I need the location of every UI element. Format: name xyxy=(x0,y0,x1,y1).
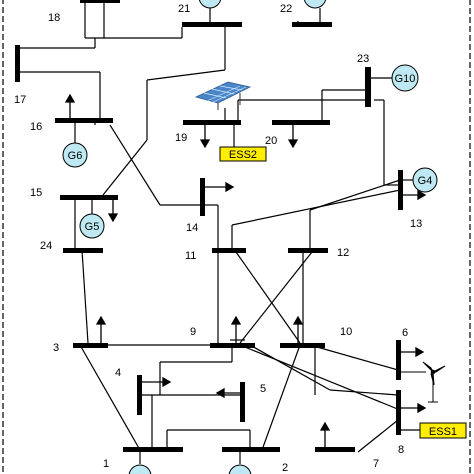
solar-panel-icon xyxy=(194,81,252,120)
bus-bar-23 xyxy=(365,67,371,107)
generator-bottom-1 xyxy=(128,452,152,474)
bus-label-18: 18 xyxy=(48,12,60,24)
bus-bar-18 xyxy=(80,0,120,3)
generator-g4: G4 xyxy=(403,167,438,193)
bus-bar-20 xyxy=(272,120,330,125)
load-arrow-icon xyxy=(403,189,427,201)
generator-icon xyxy=(412,167,438,193)
generator-icon xyxy=(303,0,327,9)
generator-label-g4: G4 xyxy=(418,175,433,187)
generator-g10: G10 xyxy=(371,64,419,92)
generator-icon xyxy=(391,64,419,92)
bus-label-23: 23 xyxy=(357,53,369,65)
bus-label-15: 15 xyxy=(30,187,42,199)
bus-label-9: 9 xyxy=(190,326,196,338)
ess2-unit: ESS2 xyxy=(219,125,267,162)
bus-bars xyxy=(15,0,403,452)
bus-bar-6 xyxy=(396,340,401,380)
bus-bar-1 xyxy=(123,447,183,452)
bus-bar-10 xyxy=(280,343,325,348)
generator-g5: G5 xyxy=(79,200,105,239)
bus-label-24: 24 xyxy=(40,240,52,252)
ess1-unit: ESS1 xyxy=(401,422,467,439)
load-arrow-icon xyxy=(401,346,425,358)
bus-label-14: 14 xyxy=(186,222,198,234)
bus-label-1: 1 xyxy=(103,458,109,470)
load-arrow-icon xyxy=(107,200,119,223)
generator-top-22 xyxy=(303,0,327,9)
bus-label-6: 6 xyxy=(402,327,408,339)
bus-bar-4 xyxy=(137,375,142,415)
bus-label-2: 2 xyxy=(282,462,288,474)
bus-label-20: 20 xyxy=(265,135,277,147)
transmission-lines xyxy=(18,0,401,453)
bus-label-19: 19 xyxy=(175,132,187,144)
bus-label-21: 21 xyxy=(178,3,190,15)
load-arrow-icon xyxy=(142,376,172,388)
load-arrow-icon xyxy=(287,125,299,149)
bus-label-11: 11 xyxy=(185,250,196,262)
generator-bottom-2 xyxy=(228,452,252,474)
generator-icon xyxy=(62,142,88,168)
bus-bar-17 xyxy=(15,45,20,82)
generator-label-g6: G6 xyxy=(68,150,83,162)
bus-label-10: 10 xyxy=(340,326,352,338)
bus-bar-15 xyxy=(60,195,118,200)
ess2-box xyxy=(219,146,267,162)
generator-label-g10: G10 xyxy=(395,73,416,85)
bus-bar-21 xyxy=(182,22,242,27)
bus-bar-3 xyxy=(73,343,108,348)
ess1-label: ESS1 xyxy=(429,426,457,438)
generator-icon xyxy=(228,464,252,474)
bus-label-17: 17 xyxy=(14,94,26,106)
bus-label-13: 13 xyxy=(410,218,422,230)
bus-bar-22 xyxy=(292,22,332,27)
load-arrow-icon xyxy=(401,402,427,414)
bus-bar-11 xyxy=(212,248,246,253)
bus-label-16: 16 xyxy=(30,121,42,133)
bus-label-12: 12 xyxy=(337,247,349,259)
bus-label-5: 5 xyxy=(260,383,266,395)
bus-label-3: 3 xyxy=(53,342,59,354)
load-arrow-icon xyxy=(230,315,242,343)
bus-bar-19 xyxy=(183,120,241,125)
generator-icon xyxy=(198,0,222,9)
bus-bar-2 xyxy=(222,447,280,452)
bus-bar-14 xyxy=(200,178,205,216)
generator-g6: G6 xyxy=(62,123,88,168)
bus-label-7: 7 xyxy=(373,458,379,470)
bus-bar-12 xyxy=(288,248,328,253)
bus-bar-7 xyxy=(315,447,355,452)
load-arrow-icon xyxy=(215,387,240,399)
load-arrow-icon xyxy=(319,421,331,447)
wind-turbine-icon xyxy=(401,361,446,403)
bus-bar-8 xyxy=(396,390,401,435)
bus-bar-9 xyxy=(210,343,255,348)
bus-bar-24 xyxy=(63,248,103,253)
ess2-label: ESS2 xyxy=(229,149,257,161)
load-arrow-icon xyxy=(95,315,107,343)
bus-bar-4-right xyxy=(398,170,403,210)
bus-bar-5 xyxy=(240,382,245,422)
bus-labels: 18 21 22 17 23 16 19 20 15 14 13 24 11 1… xyxy=(14,3,422,474)
bus-bar-16 xyxy=(55,118,113,123)
generator-top-21 xyxy=(198,0,222,22)
load-arrow-icon xyxy=(205,181,235,193)
bus-label-8: 8 xyxy=(398,444,404,456)
bus-label-4: 4 xyxy=(115,367,121,379)
generator-icon xyxy=(128,464,152,474)
ess1-box xyxy=(419,422,467,439)
generator-label-g5: G5 xyxy=(85,221,100,233)
load-arrow-icon xyxy=(64,93,76,118)
load-arrow-icon xyxy=(199,125,211,149)
load-arrows xyxy=(64,93,427,447)
bus-label-22: 22 xyxy=(280,3,292,15)
generator-icon xyxy=(79,213,105,239)
load-arrow-icon xyxy=(292,315,304,343)
